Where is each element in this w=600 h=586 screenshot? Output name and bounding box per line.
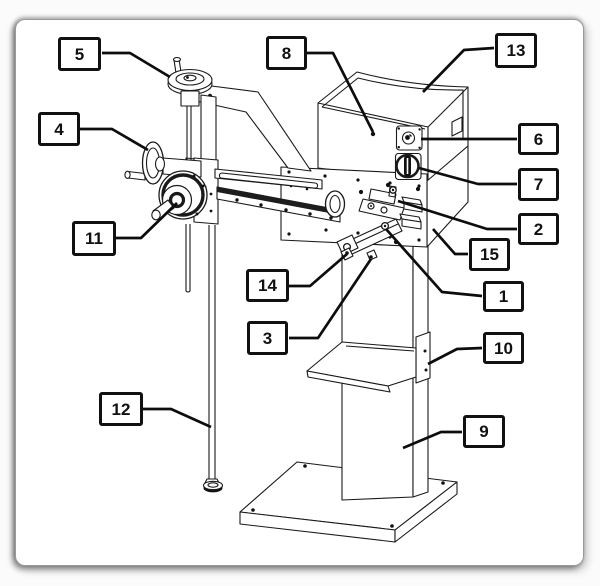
callout-8: 8 (266, 36, 307, 70)
callout-2: 2 (518, 213, 559, 245)
callout-15: 15 (469, 238, 510, 271)
callout-12: 12 (99, 392, 143, 426)
callout-6: 6 (518, 123, 559, 155)
shelf-tray (306, 331, 431, 393)
callout-13: 13 (495, 33, 537, 68)
callout-14: 14 (246, 269, 289, 302)
callout-9: 9 (463, 415, 505, 448)
guide-rod (202, 225, 224, 493)
hopper-front-point (370, 131, 376, 137)
callout-5: 5 (58, 37, 101, 71)
callout-1: 1 (483, 281, 524, 312)
top-dial (167, 56, 213, 293)
control-button (395, 125, 423, 151)
crank-handwheel (124, 141, 202, 185)
callout-7: 7 (518, 168, 559, 201)
rotary-switch (394, 152, 422, 181)
callout-10: 10 (483, 332, 524, 364)
callout-11: 11 (72, 221, 116, 256)
arm-rail (214, 168, 346, 223)
callout-4: 4 (38, 112, 80, 146)
leader-lines (80, 46, 517, 450)
callout-3: 3 (247, 321, 288, 355)
